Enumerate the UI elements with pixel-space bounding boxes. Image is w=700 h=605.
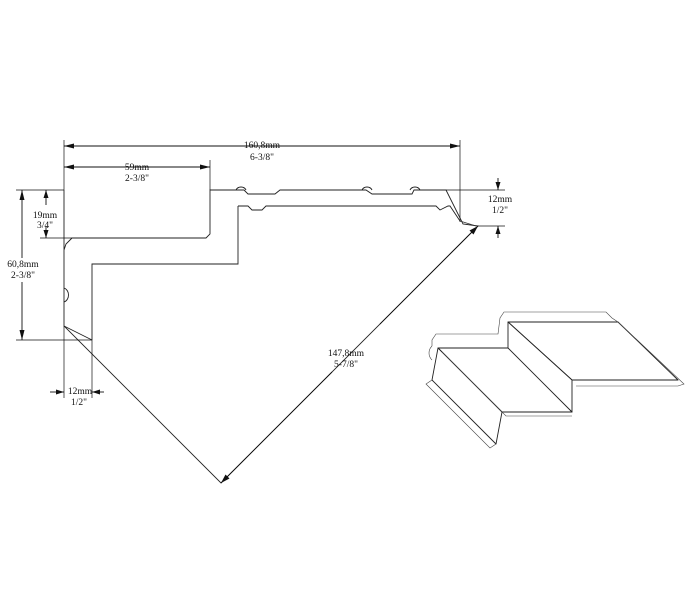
iso-left-lip (425, 379, 497, 449)
dimension-overall-width (63, 140, 461, 222)
profile-top-bump-1 (235, 186, 247, 191)
step-height-metric-label: 19mm (33, 211, 58, 221)
profile-top-inner-edge (238, 205, 461, 222)
overall-height-imperial-label: 2-3/8" (11, 271, 35, 281)
dimension-top-flange (64, 160, 211, 190)
profile-top-bump-2 (361, 186, 373, 191)
dimension-right-lip (446, 178, 505, 238)
isometric-view (425, 311, 685, 449)
step-height-imperial-label: 3/4" (37, 221, 53, 231)
overall-height-metric-label: 60,8mm (7, 260, 39, 270)
iso-left-notch (428, 345, 433, 361)
top-flange-imperial-label: 2-3/8" (125, 174, 149, 184)
profile-left-notch (63, 287, 69, 303)
left-lip-imperial-label: 1/2" (71, 398, 87, 408)
right-lip-metric-label: 12mm (488, 195, 513, 205)
profile-outer-contour (63, 189, 479, 484)
diagonal-metric-label: 147,8mm (328, 349, 365, 359)
iso-rear-lip (576, 321, 685, 387)
profile-lip-edge (459, 220, 477, 227)
profile-cross-section (63, 186, 479, 484)
top-flange-metric-label: 59mm (125, 163, 150, 173)
overall-width-imperial-label: 6-3/8" (250, 153, 274, 163)
dimension-left-lip (50, 326, 104, 398)
profile-inner-contour (91, 206, 239, 340)
dimension-step-height (40, 189, 72, 239)
left-lip-metric-label: 12mm (68, 387, 93, 397)
dimension-overall-height (16, 189, 92, 341)
diagonal-imperial-label: 5-7/8" (334, 360, 358, 370)
profile-top-bump-3 (409, 186, 421, 191)
iso-rear-profile (431, 311, 619, 346)
dimension-diagonal (220, 225, 479, 484)
overall-width-metric-label: 160,8mm (244, 141, 281, 151)
right-lip-imperial-label: 1/2" (492, 206, 508, 216)
iso-inner-step-line (441, 351, 572, 417)
profile-bottom-lip (63, 325, 93, 341)
